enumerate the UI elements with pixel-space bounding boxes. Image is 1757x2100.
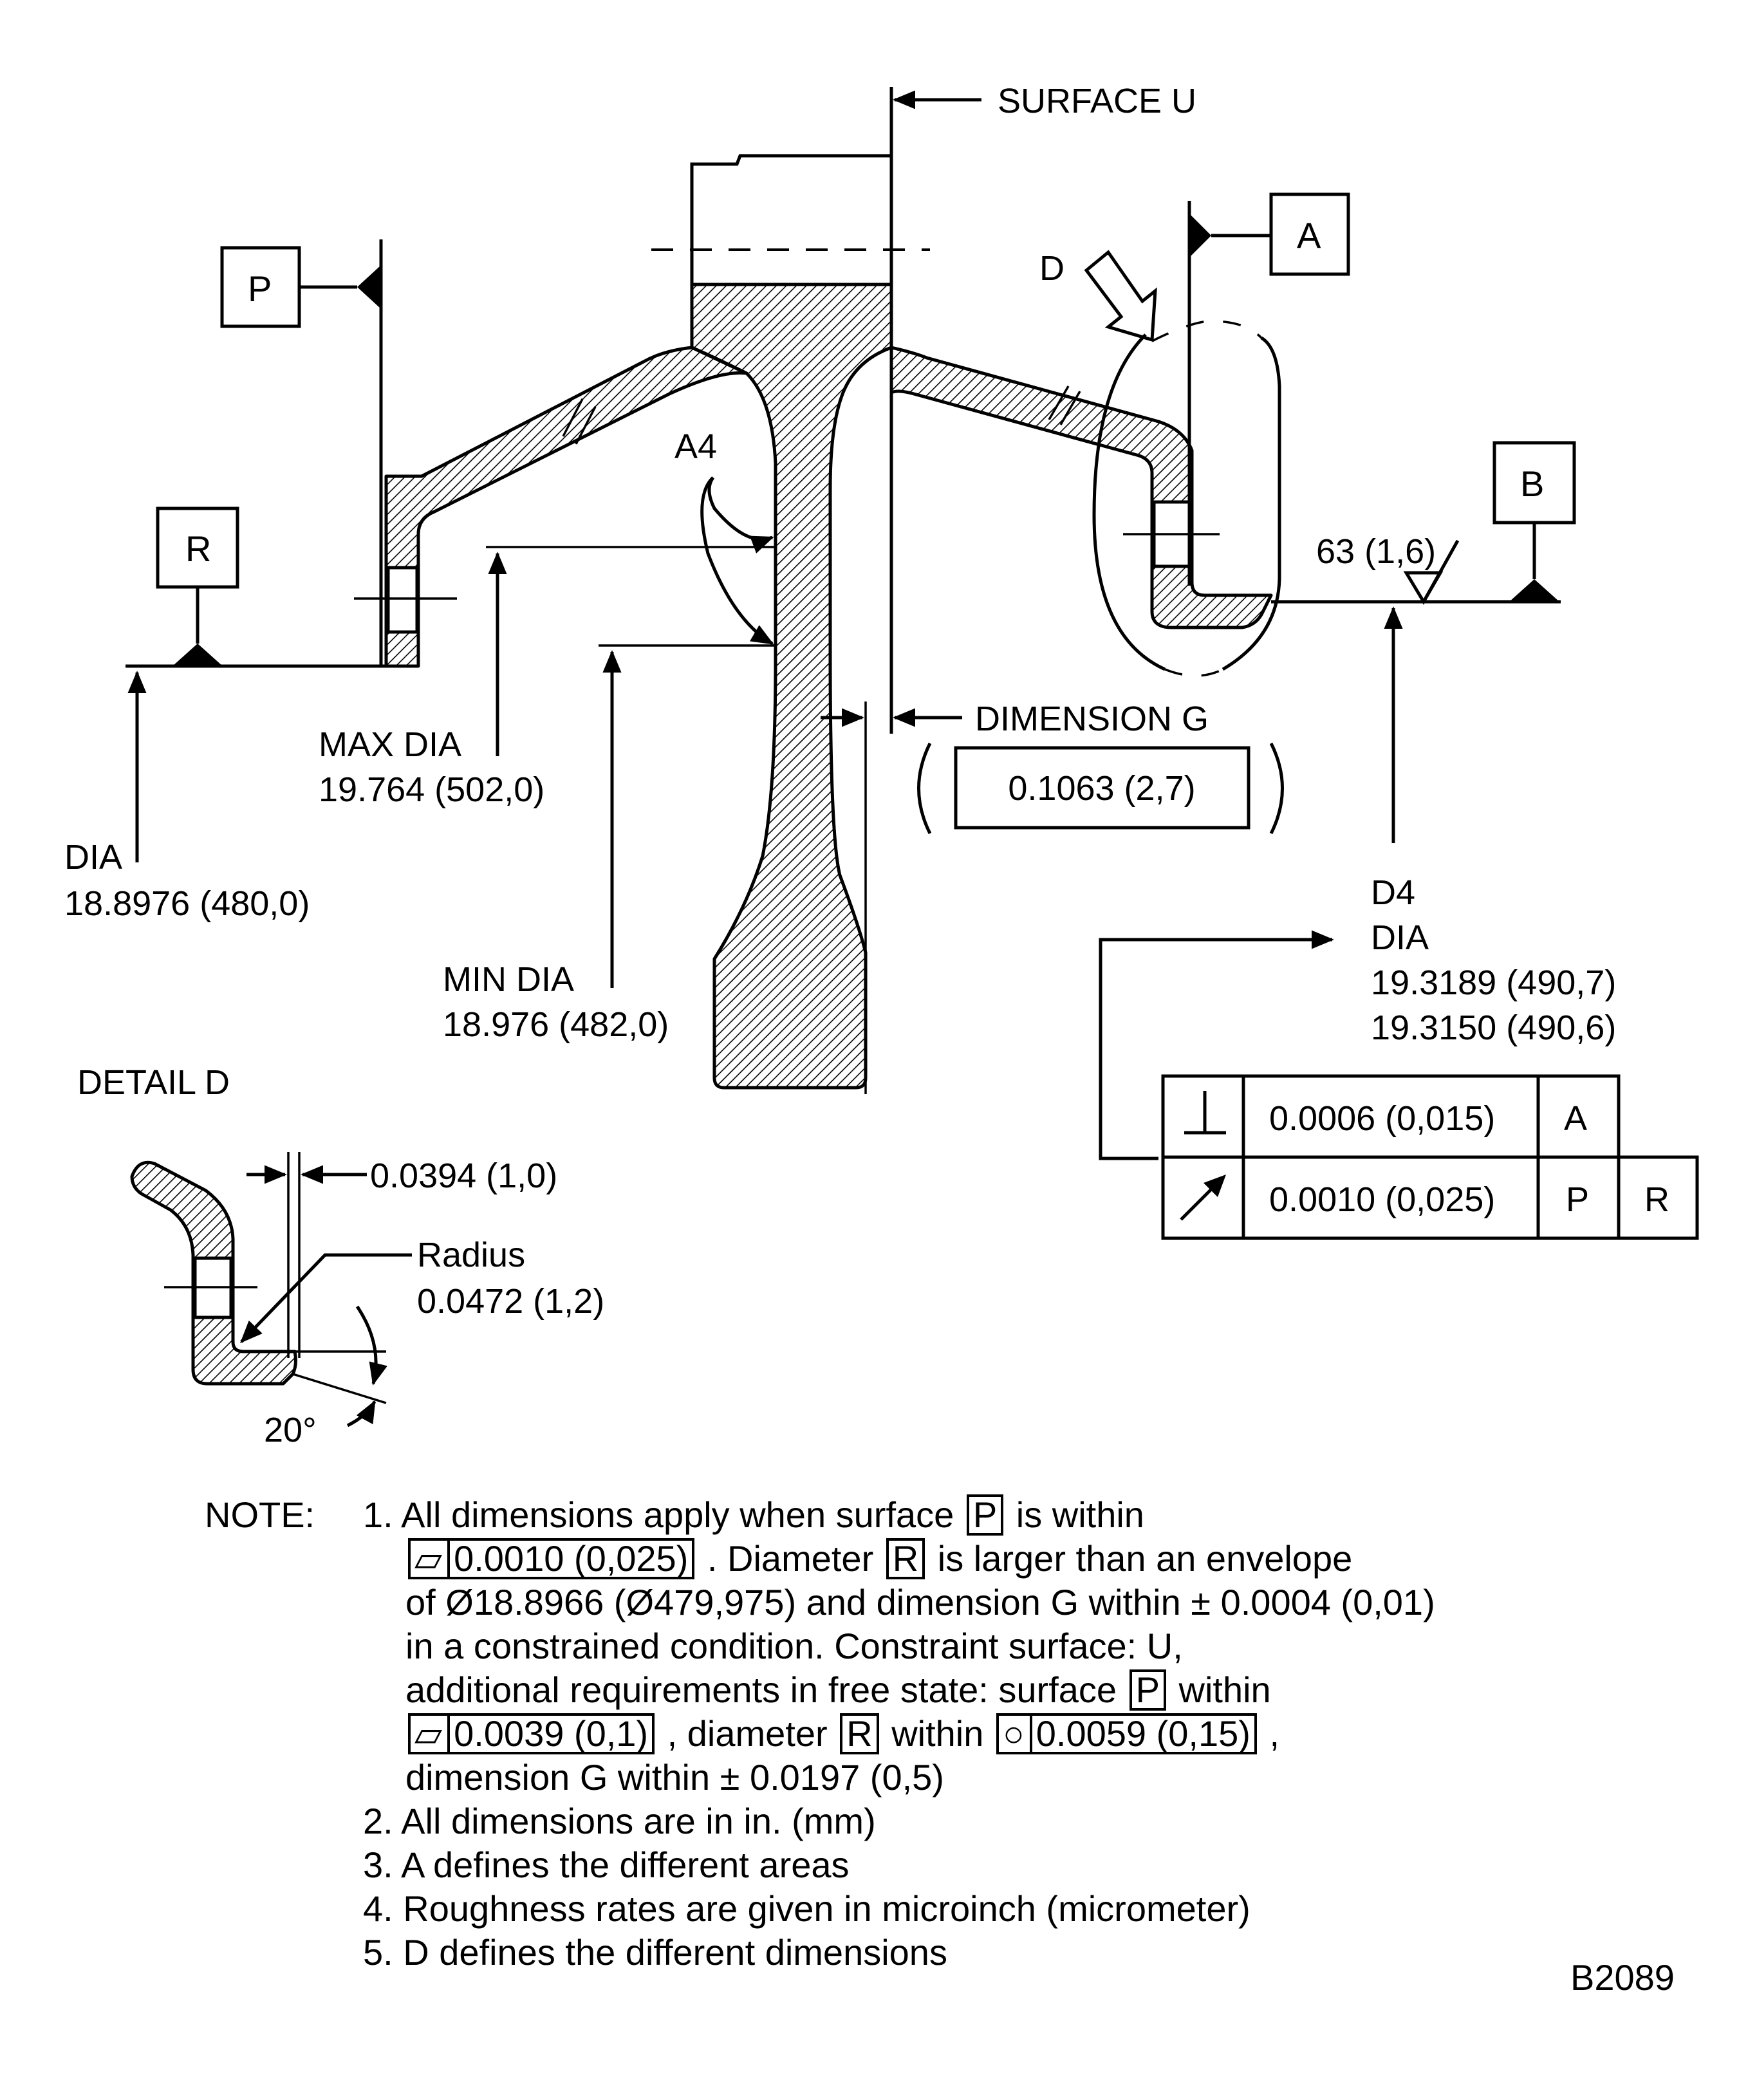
runout-icon	[1180, 1175, 1226, 1221]
dimension-g: DIMENSION G 0.1063 (2,7)	[821, 700, 1284, 1094]
max-dia-dimension: MAX DIA 19.764 (502,0)	[319, 546, 776, 809]
d4-dia-dimension: D4 DIA 19.3189 (490,7) 19.3150 (490,6)	[1099, 606, 1616, 1160]
note-1-line-1: 1. All dimensions apply when surface P i…	[363, 1493, 1554, 1537]
detail-radius-label: Radius	[417, 1236, 525, 1274]
max-dia-value: 19.764 (502,0)	[319, 770, 544, 809]
note-text: additional requirements in free state: s…	[405, 1669, 1117, 1710]
min-dia-label: MIN DIA	[443, 960, 574, 999]
circularity-value: 0.0059 (0,15)	[1036, 1713, 1250, 1754]
note-1-line-2: ▱0.0010 (0,025) . Diameter R is larger t…	[363, 1537, 1554, 1581]
datum-p-label: P	[248, 268, 272, 309]
perpendicularity-datum: A	[1564, 1099, 1587, 1138]
note-text: . Diameter	[707, 1538, 874, 1579]
datum-r: R	[126, 506, 386, 668]
roughness-label: 63 (1,6)	[1316, 532, 1436, 571]
max-dia-label: MAX DIA	[319, 725, 461, 764]
datum-r-label: R	[185, 528, 211, 569]
note-text: 1. All dimensions apply when surface	[363, 1494, 954, 1535]
perpendicularity-value: 0.0006 (0,015)	[1269, 1099, 1495, 1138]
flatness-frame: ▱0.0039 (0,1)	[408, 1713, 655, 1754]
detail-d-view: DETAIL D 0.0394 (1,0) Radius 0.0472 (1,2…	[77, 1063, 604, 1449]
circularity-icon: ○	[1003, 1716, 1032, 1752]
notes-heading: NOTE:	[205, 1494, 315, 1535]
note-3: 3. A defines the different areas	[363, 1844, 850, 1885]
runout-value: 0.0010 (0,025)	[1269, 1180, 1495, 1219]
roughness-symbol: 63 (1,6)	[1316, 532, 1460, 605]
surface-u-callout: SURFACE U	[889, 82, 1196, 734]
note-text: ,	[1269, 1713, 1280, 1754]
left-flange	[384, 346, 748, 668]
note-1-line-6: ▱0.0039 (0,1) , diameter R within ○0.005…	[363, 1712, 1554, 1756]
flatness-frame: ▱0.0010 (0,025)	[408, 1538, 695, 1579]
flatness-value: 0.0010 (0,025)	[454, 1538, 689, 1579]
datum-p: P	[220, 239, 383, 666]
dimension-g-value: 0.1063 (2,7)	[1008, 769, 1195, 808]
datum-box-r: R	[840, 1713, 879, 1754]
datum-b: B	[1271, 441, 1576, 604]
datum-a-label: A	[1297, 215, 1321, 256]
note-text: within	[891, 1713, 984, 1754]
flatness-value: 0.0039 (0,1)	[454, 1713, 649, 1754]
dia-dimension: DIA 18.8976 (480,0)	[64, 671, 310, 923]
min-dia-value: 18.976 (482,0)	[443, 1005, 669, 1044]
d4-dia-label: DIA	[1371, 918, 1429, 957]
note-1-line-5: additional requirements in free state: s…	[363, 1668, 1554, 1712]
min-dia-dimension: MIN DIA 18.976 (482,0)	[443, 644, 776, 1044]
flatness-icon: ▱	[414, 1716, 451, 1752]
main-part-section	[354, 154, 1273, 1090]
right-flange	[889, 346, 1273, 629]
part-body	[690, 283, 893, 1090]
circularity-frame: ○0.0059 (0,15)	[996, 1713, 1257, 1754]
note-1-line-4: in a constrained condition. Constraint s…	[405, 1626, 1183, 1666]
note-1-line-3: of Ø18.8966 (Ø479,975) and dimension G w…	[405, 1582, 1435, 1622]
detail-d-title: DETAIL D	[77, 1063, 230, 1102]
note-5: 5. D defines the different dimensions	[363, 1932, 947, 1973]
datum-box-p: P	[1129, 1669, 1166, 1711]
datum-b-label: B	[1520, 463, 1544, 504]
surface-u-label: SURFACE U	[998, 82, 1196, 120]
datum-box-r: R	[886, 1538, 925, 1579]
feature-control-frame: 0.0006 (0,015) A 0.0010 (0,025) P R	[1161, 1074, 1699, 1240]
dia-label: DIA	[64, 838, 122, 877]
dimension-g-label: DIMENSION G	[975, 700, 1209, 738]
notes-body: 1. All dimensions apply when surface P i…	[363, 1493, 1554, 1975]
note-text: within	[1178, 1669, 1271, 1710]
area-a4-label: A4	[674, 427, 717, 466]
note-4: 4. Roughness rates are given in microinc…	[363, 1888, 1250, 1929]
dia-value: 18.8976 (480,0)	[64, 884, 310, 923]
datum-a: A	[1187, 192, 1350, 586]
figure-id: B2089	[1570, 1957, 1675, 1998]
detail-angle-label: 20°	[264, 1411, 317, 1449]
runout-datum-1: P	[1566, 1180, 1589, 1219]
datum-box-p: P	[966, 1494, 1004, 1536]
d4-dia-lower: 19.3150 (490,6)	[1371, 1008, 1616, 1047]
note-2: 2. All dimensions are in in. (mm)	[363, 1801, 876, 1841]
d4-label: D4	[1371, 873, 1415, 912]
note-text: is larger than an envelope	[937, 1538, 1353, 1579]
detail-d-letter: D	[1039, 249, 1064, 288]
detail-thickness-label: 0.0394 (1,0)	[370, 1157, 557, 1195]
note-text: , diameter	[667, 1713, 828, 1754]
area-a4: A4	[674, 427, 774, 646]
note-1-line-7: dimension G within ± 0.0197 (0,5)	[405, 1757, 944, 1798]
perpendicularity-icon	[1184, 1091, 1226, 1135]
flatness-icon: ▱	[414, 1541, 451, 1577]
detail-d-callout: D	[1039, 249, 1281, 677]
runout-datum-2: R	[1644, 1180, 1669, 1219]
note-text: is within	[1016, 1494, 1144, 1535]
d4-dia-upper: 19.3189 (490,7)	[1371, 963, 1616, 1002]
detail-radius-value: 0.0472 (1,2)	[417, 1282, 604, 1321]
